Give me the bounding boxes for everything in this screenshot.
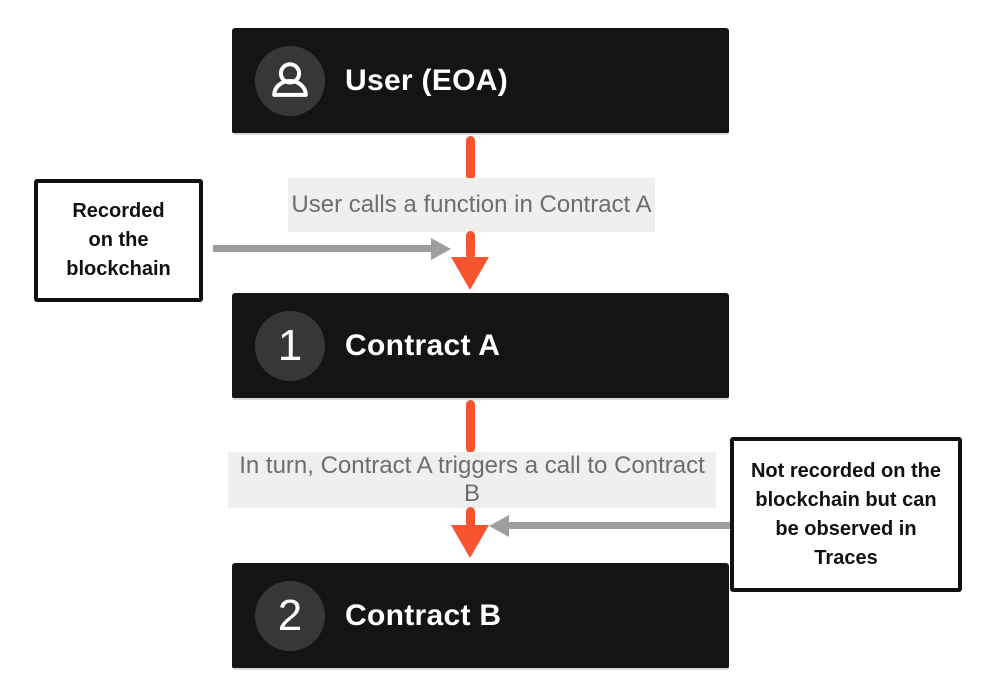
arrow-a-to-b-head [451,525,489,558]
contract-b-node: 2 Contract B [232,563,729,670]
arrow-user-to-a-head [451,257,489,290]
node-title: Contract B [345,598,502,632]
edge-label-a-to-b: In turn, Contract A triggers a call to C… [228,452,716,508]
arrow-user-to-a-line-top [466,136,475,180]
step-1-badge: 1 [255,310,325,381]
user-eoa-node: User (EOA) [232,28,729,135]
contract-a-node: 1 Contract A [232,293,729,400]
gray-arrow-left-line [213,245,432,252]
gray-arrow-right-head [489,515,509,537]
gray-arrow-left-head [431,238,451,260]
note-not-recorded-traces: Not recorded on the blockchain but can b… [730,437,962,592]
arrow-a-to-b-line-top [466,400,475,453]
node-title: Contract A [345,328,501,362]
node-title: User (EOA) [345,63,509,97]
step-2-badge: 2 [255,580,325,651]
person-icon [272,61,308,97]
note-recorded-on-blockchain: Recorded on the blockchain [34,179,203,302]
arrow-user-to-a-line-bottom [466,231,475,259]
arrow-a-to-b-line-bottom [466,507,475,528]
edge-label-user-to-a: User calls a function in Contract A [288,178,655,232]
gray-arrow-right-line [507,522,730,529]
avatar [255,45,325,116]
